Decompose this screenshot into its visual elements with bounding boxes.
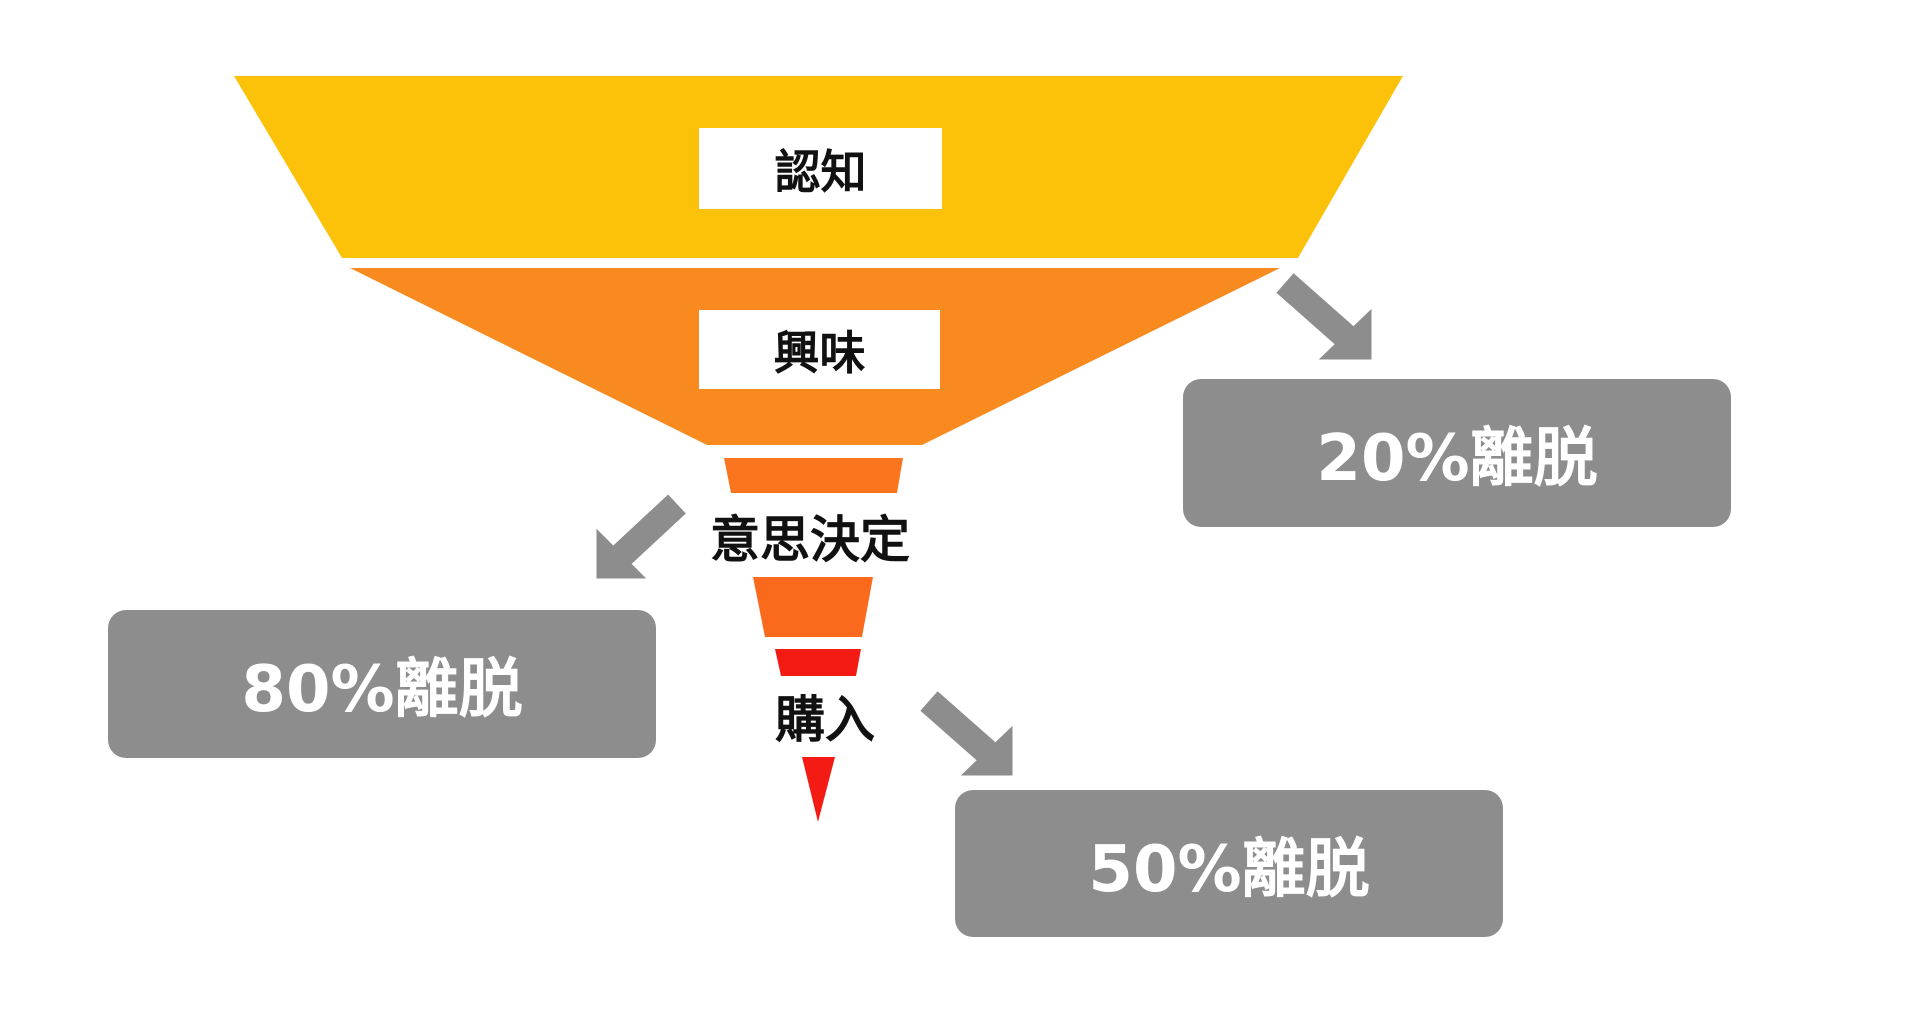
stage-label-interest: 興味 (699, 310, 940, 389)
arrow-down-left-icon (596, 494, 686, 579)
funnel-band-2 (753, 577, 873, 637)
dropout-box-50: 50%離脱 (955, 790, 1503, 937)
arrow-down-right-icon (920, 691, 1013, 776)
funnel-band-1 (724, 458, 903, 493)
arrow-icons (596, 273, 1372, 776)
stage-label-awareness: 認知 (699, 128, 942, 209)
dropout-box-20: 20%離脱 (1183, 379, 1731, 527)
funnel-band-red (775, 649, 861, 676)
dropout-box-80: 80%離脱 (108, 610, 656, 758)
stage-label-purchase: 購入 (775, 691, 875, 749)
arrow-down-right-icon (1276, 273, 1372, 360)
stage-label-decision: 意思決定 (710, 511, 910, 569)
funnel-tip (802, 757, 835, 822)
